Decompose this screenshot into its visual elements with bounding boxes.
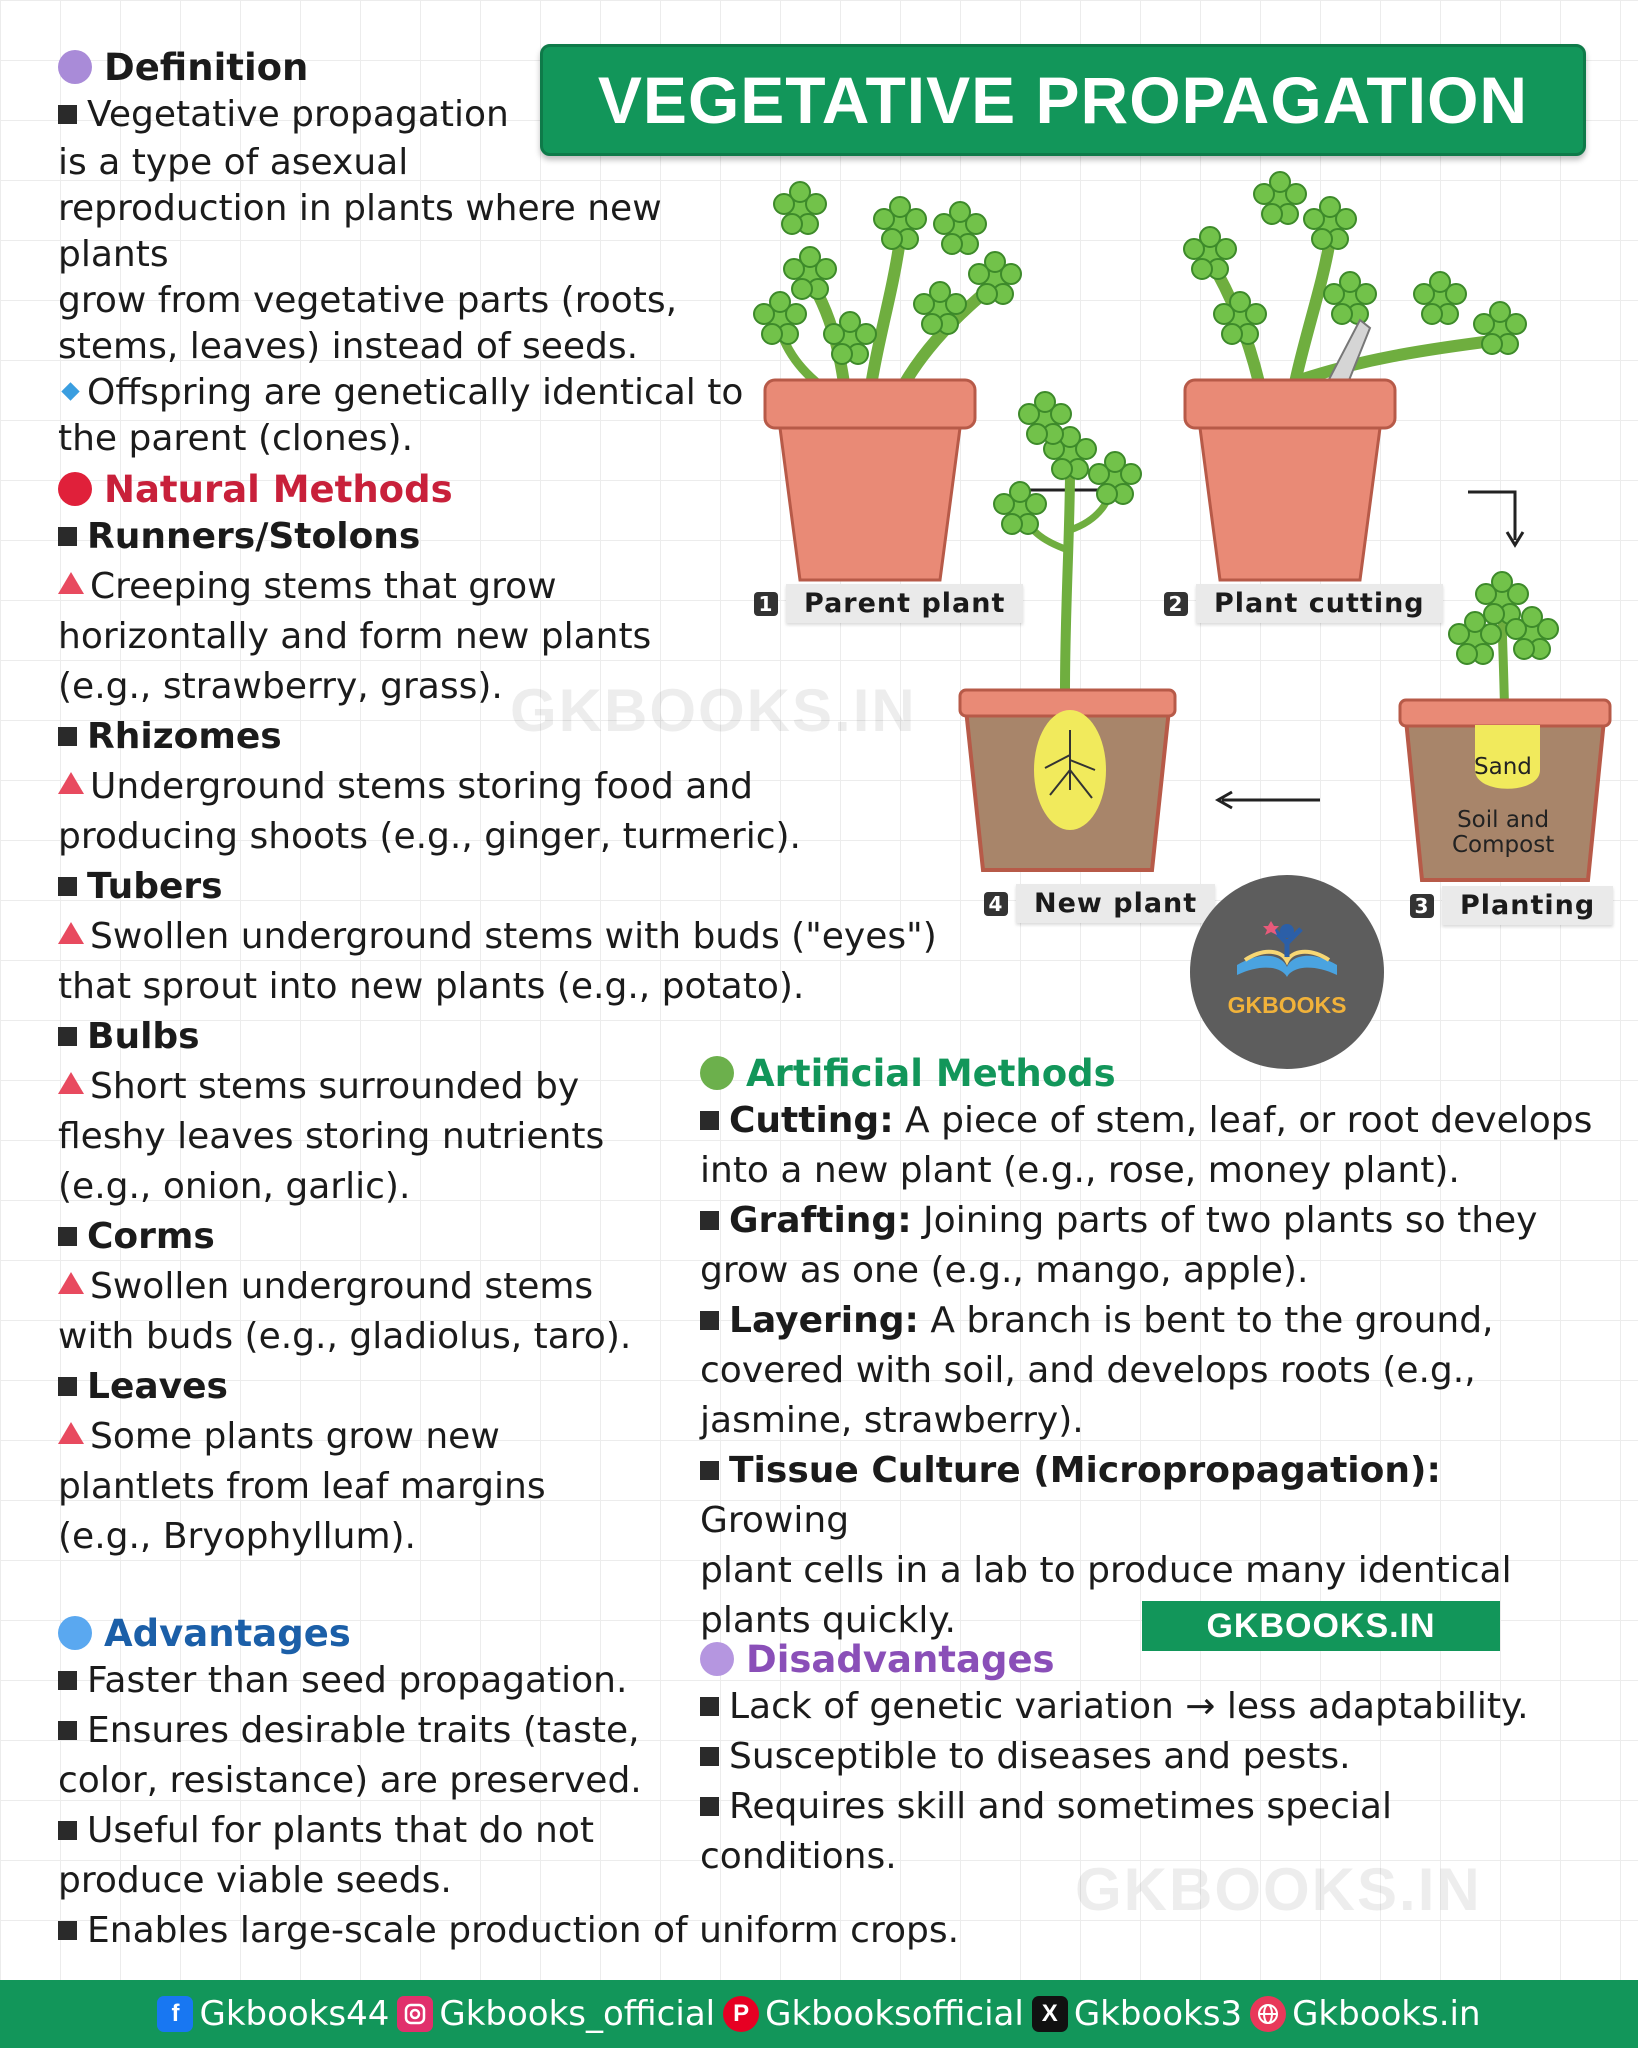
square-bullet-icon <box>58 527 77 546</box>
definition-heading: Definition <box>104 45 309 89</box>
square-bullet-icon <box>58 1377 77 1396</box>
square-bullet-icon <box>58 1671 77 1690</box>
pinterest-icon: P <box>723 1996 760 2032</box>
square-bullet-icon <box>58 727 77 746</box>
advantages-heading: Advantages <box>104 1611 351 1655</box>
instagram-icon <box>397 1996 434 2032</box>
square-bullet-icon <box>700 1797 719 1816</box>
square-bullet-icon <box>58 1921 77 1940</box>
step-4-label: 4 New plant <box>984 884 1216 923</box>
website-link[interactable]: Gkbooks.in <box>1250 1994 1481 2034</box>
watermark: GKBOOKS.IN <box>1075 1856 1482 1923</box>
planting-pot <box>1398 571 1612 882</box>
instagram-link[interactable]: Gkbooks_official <box>397 1994 715 2034</box>
square-bullet-icon <box>700 1211 719 1230</box>
square-bullet-icon <box>58 877 77 896</box>
square-bullet-icon <box>58 105 77 124</box>
facebook-icon: f <box>157 1996 194 2032</box>
triangle-bullet-icon <box>58 1072 84 1094</box>
gkbooks-logo: GKBOOKS <box>1190 875 1384 1069</box>
pinterest-link[interactable]: P Gkbooksofficial <box>723 1994 1024 2034</box>
plant-cutting-pot <box>1183 171 1527 582</box>
sand-label: Sand <box>1474 754 1532 780</box>
x-link[interactable]: X Gkbooks3 <box>1031 1994 1242 2034</box>
facebook-link[interactable]: f Gkbooks44 <box>157 1994 389 2034</box>
x-icon: X <box>1031 1996 1068 2032</box>
book-icon <box>1237 921 1337 977</box>
step-1-label: 1 Parent plant <box>754 584 1024 623</box>
diamond-bullet-icon <box>61 382 80 401</box>
square-bullet-icon <box>58 1721 77 1740</box>
tubers-title: Tubers <box>58 862 958 912</box>
advantages-section: Advantages Faster than seed propagation.… <box>58 1611 960 1951</box>
square-bullet-icon <box>700 1461 719 1480</box>
square-bullet-icon <box>700 1311 719 1330</box>
triangle-bullet-icon <box>58 572 84 594</box>
corms-title: Corms <box>58 1212 958 1262</box>
green-dot-icon <box>700 1056 734 1090</box>
site-badge: GKBOOKS.IN <box>1142 1601 1500 1651</box>
triangle-bullet-icon <box>58 922 84 944</box>
square-bullet-icon <box>700 1111 719 1130</box>
purple-dot-icon <box>58 50 92 84</box>
natural-methods-section: Natural Methods Runners/Stolons Creeping… <box>58 466 958 1562</box>
square-bullet-icon <box>700 1747 719 1766</box>
disadvantages-section: Disadvantages Lack of genetic variation … <box>700 1637 1529 1877</box>
purple-dot-icon <box>700 1642 734 1676</box>
square-bullet-icon <box>58 1821 77 1840</box>
watermark: GKBOOKS.IN <box>510 677 917 744</box>
natural-methods-heading: Natural Methods <box>104 467 453 511</box>
artificial-methods-section: Artificial Methods Cutting: A piece of s… <box>700 1051 1593 1641</box>
bulbs-title: Bulbs <box>58 1012 958 1062</box>
square-bullet-icon <box>700 1697 719 1716</box>
blue-dot-icon <box>58 1616 92 1650</box>
triangle-bullet-icon <box>58 772 84 794</box>
red-dot-icon <box>58 472 92 506</box>
runners-title: Runners/Stolons <box>58 512 958 562</box>
page-title: VEGETATIVE PROPAGATION <box>540 44 1586 156</box>
rhizomes-title: Rhizomes <box>58 712 958 762</box>
propagation-diagram <box>753 171 1612 882</box>
globe-icon <box>1250 1996 1287 2032</box>
leaves-title: Leaves <box>58 1362 958 1412</box>
square-bullet-icon <box>58 1227 77 1246</box>
parent-plant-pot <box>753 181 1022 582</box>
artificial-methods-heading: Artificial Methods <box>746 1051 1116 1095</box>
step-3-label: 3 Planting <box>1410 886 1614 925</box>
new-plant-pot <box>958 391 1177 872</box>
square-bullet-icon <box>58 1027 77 1046</box>
definition-section: Definition Vegetative propagation is a t… <box>58 45 744 459</box>
footer-social-bar: f Gkbooks44 Gkbooks_official P Gkbooksof… <box>0 1980 1638 2048</box>
soil-compost-label: Soil and Compost <box>1452 807 1555 858</box>
arrow-down-icon <box>1468 490 1517 540</box>
triangle-bullet-icon <box>58 1272 84 1294</box>
step-2-label: 2 Plant cutting <box>1164 584 1443 623</box>
triangle-bullet-icon <box>58 1422 84 1444</box>
disadvantages-heading: Disadvantages <box>746 1637 1055 1681</box>
